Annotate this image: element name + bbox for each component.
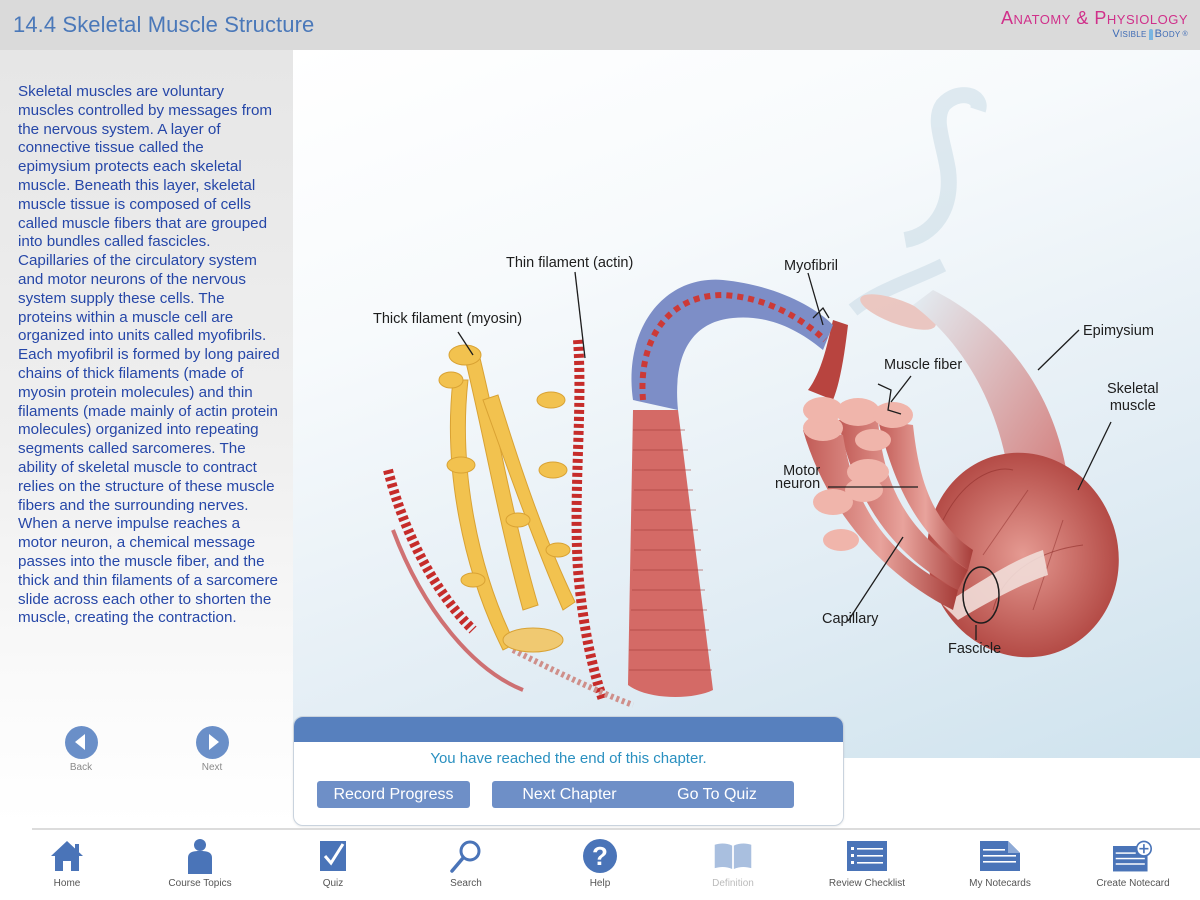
question-icon: ? bbox=[580, 838, 620, 874]
text-sidebar: Skeletal muscles are voluntary muscles c… bbox=[0, 50, 293, 825]
label-motor-neuron: Motor neuron bbox=[775, 463, 821, 492]
myofibril-arch bbox=[628, 279, 833, 697]
next-arrow-icon bbox=[195, 726, 229, 759]
toolbar-help-label: Help bbox=[589, 878, 611, 889]
toolbar-home[interactable]: Home bbox=[12, 838, 122, 889]
label-skeletal-muscle-line2: muscle bbox=[1109, 398, 1156, 414]
next-chapter-button[interactable]: Next Chapter bbox=[492, 781, 647, 808]
toolbar-definition-label: Definition bbox=[712, 878, 754, 889]
svg-text:?: ? bbox=[592, 841, 608, 871]
skeletal-muscle-shape bbox=[913, 290, 1119, 658]
next-label: Next bbox=[201, 762, 223, 773]
record-progress-button[interactable]: Record Progress bbox=[317, 781, 470, 808]
dialog-header-bar bbox=[294, 717, 843, 742]
book-icon bbox=[713, 838, 753, 874]
toolbar-search[interactable]: Search bbox=[411, 838, 521, 889]
registered-mark: ® bbox=[1182, 31, 1188, 38]
brand-sub-left: Visible bbox=[1112, 28, 1147, 40]
brand-subtitle: Visible Body ® bbox=[1001, 28, 1188, 41]
toolbar-review-checklist[interactable]: Review Checklist bbox=[812, 838, 922, 889]
checklist-icon bbox=[847, 838, 887, 874]
muscle-fiber-tube bbox=[803, 320, 848, 423]
actin-chains bbox=[383, 339, 635, 708]
add-notecard-icon bbox=[1113, 838, 1153, 874]
label-thick-filament: Thick filament (myosin) bbox=[373, 311, 523, 327]
toolbar-review-checklist-label: Review Checklist bbox=[828, 878, 906, 889]
brand-title: Anatomy & Physiology bbox=[1000, 8, 1188, 28]
end-of-chapter-dialog: You have reached the end of this chapter… bbox=[293, 716, 844, 826]
label-myofibril: Myofibril bbox=[784, 258, 838, 274]
back-button[interactable]: Back bbox=[51, 726, 111, 773]
toolbar-quiz-label: Quiz bbox=[322, 878, 344, 889]
label-motor-neuron-line1: Motor bbox=[783, 463, 821, 479]
page-title: 14.4 Skeletal Muscle Structure bbox=[13, 12, 315, 37]
toolbar-help[interactable]: ? Help bbox=[545, 838, 655, 889]
home-icon bbox=[47, 838, 87, 874]
toolbar-course-topics[interactable]: Course Topics bbox=[145, 838, 255, 889]
label-epimysium: Epimysium bbox=[1083, 323, 1154, 339]
dialog-message: You have reached the end of this chapter… bbox=[430, 750, 707, 767]
toolbar-create-notecard-label: Create Notecard bbox=[1096, 878, 1170, 889]
lesson-body-text: Skeletal muscles are voluntary muscles c… bbox=[18, 83, 280, 627]
muscle-structure-illustration: Thin filament (actin) Thick filament (my… bbox=[293, 50, 1200, 758]
bottom-toolbar: Home Course Topics Quiz Search ? Help bbox=[0, 830, 1200, 900]
fascicle-bundle bbox=[803, 398, 973, 610]
brand-sub-right: Body bbox=[1154, 28, 1181, 40]
arm-outline bbox=[848, 87, 987, 330]
label-fascicle: Fascicle bbox=[948, 641, 1002, 657]
brand-logo: Anatomy & Physiology Visible Body ® bbox=[1001, 8, 1188, 41]
header-bar: 14.4 Skeletal Muscle Structure Anatomy &… bbox=[0, 0, 1200, 50]
label-capillary: Capillary bbox=[822, 611, 879, 627]
notecard-icon bbox=[980, 838, 1020, 874]
toolbar-definition[interactable]: Definition bbox=[678, 838, 788, 889]
toolbar-search-label: Search bbox=[450, 878, 482, 889]
back-label: Back bbox=[69, 762, 93, 773]
toolbar-my-notecards[interactable]: My Notecards bbox=[945, 838, 1055, 889]
label-skeletal-muscle-line1: Skeletal bbox=[1107, 381, 1159, 397]
toolbar-course-topics-label: Course Topics bbox=[168, 878, 232, 889]
back-arrow-icon bbox=[64, 726, 98, 759]
person-figure-icon bbox=[1148, 29, 1153, 40]
magnifier-icon bbox=[446, 838, 486, 874]
next-button[interactable]: Next bbox=[182, 726, 242, 773]
toolbar-home-label: Home bbox=[53, 878, 81, 889]
muscle-diagram bbox=[383, 87, 1119, 708]
label-leader-lines bbox=[457, 271, 1112, 640]
toolbar-create-notecard[interactable]: Create Notecard bbox=[1078, 838, 1188, 889]
label-thin-filament: Thin filament (actin) bbox=[506, 255, 634, 271]
label-motor-neuron-line2: neuron bbox=[775, 476, 821, 492]
toolbar-quiz[interactable]: Quiz bbox=[278, 838, 388, 889]
toolbar-my-notecards-label: My Notecards bbox=[969, 878, 1031, 889]
label-skeletal-muscle: Skeletal muscle bbox=[1107, 381, 1159, 415]
myosin-filaments bbox=[438, 344, 576, 653]
label-muscle-fiber: Muscle fiber bbox=[884, 357, 963, 373]
go-to-quiz-button[interactable]: Go To Quiz bbox=[640, 781, 794, 808]
person-icon bbox=[180, 838, 220, 874]
checkbox-icon bbox=[313, 838, 353, 874]
toolbar-divider bbox=[32, 828, 1200, 830]
